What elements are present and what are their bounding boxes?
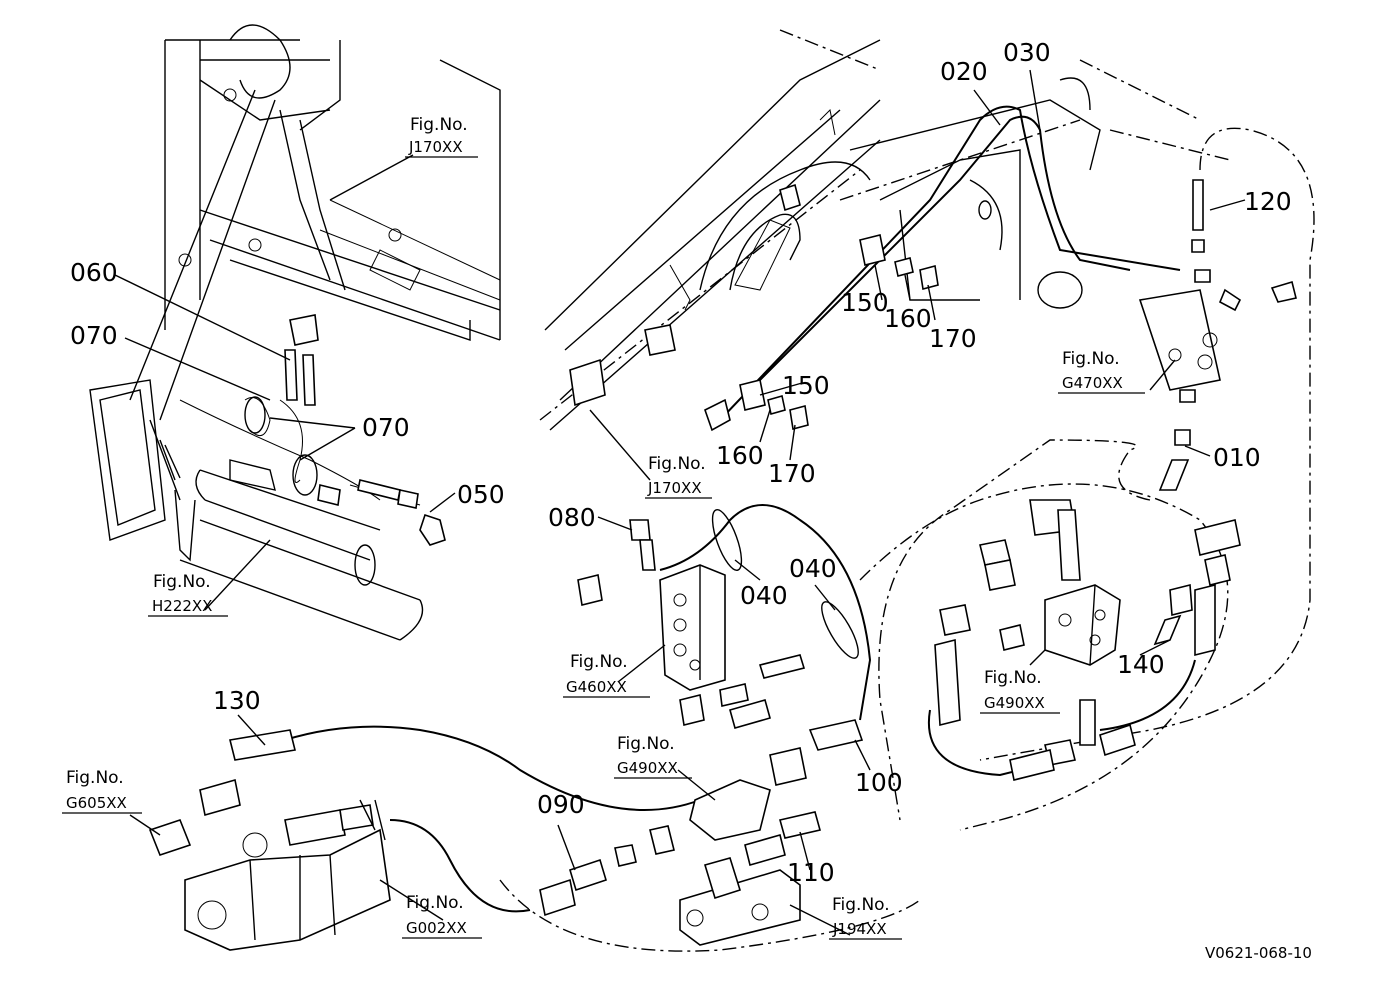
- part-label-090: 090: [537, 790, 585, 819]
- drawing-code: V0621-068-10: [1205, 944, 1312, 962]
- svg-text:G490XX: G490XX: [984, 694, 1045, 712]
- left-frame-structure: [129, 24, 501, 421]
- svg-text:Fig.No.: Fig.No.: [648, 454, 706, 474]
- valve-block-g470: [1138, 179, 1297, 491]
- part-label-060: 060: [70, 258, 118, 287]
- part-label-150-upper: 150: [841, 288, 889, 317]
- part-label-120: 120: [1244, 187, 1292, 216]
- svg-text:Fig.No.: Fig.No.: [410, 115, 468, 135]
- fig-ref-j194: Fig.No. J194XX: [829, 895, 902, 940]
- fig-ref-h222: Fig.No. H222XX: [148, 572, 228, 617]
- part-label-010: 010: [1213, 443, 1261, 472]
- part-label-030: 030: [1003, 38, 1051, 67]
- leader-lines: [114, 69, 1246, 936]
- svg-text:G002XX: G002XX: [406, 919, 467, 937]
- fig-ref-j170-upper-left: Fig.No. J170XX: [405, 115, 478, 158]
- part-label-170-upper: 170: [929, 324, 977, 353]
- fig-ref-g605: Fig.No. G605XX: [62, 768, 142, 814]
- svg-text:Fig.No.: Fig.No.: [66, 768, 124, 788]
- part-label-150-lower: 150: [782, 371, 830, 400]
- svg-text:J170XX: J170XX: [647, 479, 702, 497]
- part-label-040-left: 040: [740, 581, 788, 610]
- part-label-160-lower: 160: [716, 441, 764, 470]
- svg-text:G605XX: G605XX: [66, 794, 127, 812]
- part-label-050: 050: [457, 480, 505, 509]
- fig-ref-g470: Fig.No. G470XX: [1058, 349, 1145, 394]
- left-cylinder-assembly: [89, 379, 424, 641]
- fig-ref-g490-right: Fig.No. G490XX: [980, 668, 1060, 714]
- part-label-020: 020: [940, 57, 988, 86]
- svg-text:Fig.No.: Fig.No.: [832, 895, 890, 915]
- svg-text:Fig.No.: Fig.No.: [570, 652, 628, 672]
- fittings: [148, 183, 1241, 951]
- part-label-110: 110: [787, 858, 835, 887]
- svg-text:J170XX: J170XX: [408, 138, 463, 156]
- fig-ref-g002: Fig.No. G002XX: [402, 893, 482, 939]
- svg-text:Fig.No.: Fig.No.: [1062, 349, 1120, 369]
- svg-text:H222XX: H222XX: [152, 597, 212, 615]
- svg-text:G470XX: G470XX: [1062, 374, 1123, 392]
- part-label-070-left: 070: [70, 321, 118, 350]
- fig-ref-g460: Fig.No. G460XX: [563, 652, 650, 698]
- svg-text:G490XX: G490XX: [617, 759, 678, 777]
- svg-text:Fig.No.: Fig.No.: [984, 668, 1042, 688]
- svg-text:Fig.No.: Fig.No.: [406, 893, 464, 913]
- part-label-070-right: 070: [362, 413, 410, 442]
- hose-lines: [179, 105, 1315, 952]
- part-label-080: 080: [548, 503, 596, 532]
- part-label-130: 130: [213, 686, 261, 715]
- part-label-140: 140: [1117, 650, 1165, 679]
- svg-text:G460XX: G460XX: [566, 678, 627, 696]
- svg-text:Fig.No.: Fig.No.: [617, 734, 675, 754]
- part-label-160-upper: 160: [884, 304, 932, 333]
- part-label-100: 100: [855, 768, 903, 797]
- svg-text:Fig.No.: Fig.No.: [153, 572, 211, 592]
- fig-ref-j170-center: Fig.No. J170XX: [645, 454, 712, 499]
- fig-ref-g490-center: Fig.No. G490XX: [614, 734, 692, 779]
- svg-text:J194XX: J194XX: [832, 920, 887, 938]
- part-label-170-lower: 170: [768, 459, 816, 488]
- figure-references: Fig.No. J170XX Fig.No. G470XX Fig.No. J1…: [62, 115, 1145, 940]
- part-label-040-right: 040: [789, 554, 837, 583]
- part-number-labels: 020 030 120 060 070 070 150 160 170 150 …: [70, 38, 1292, 887]
